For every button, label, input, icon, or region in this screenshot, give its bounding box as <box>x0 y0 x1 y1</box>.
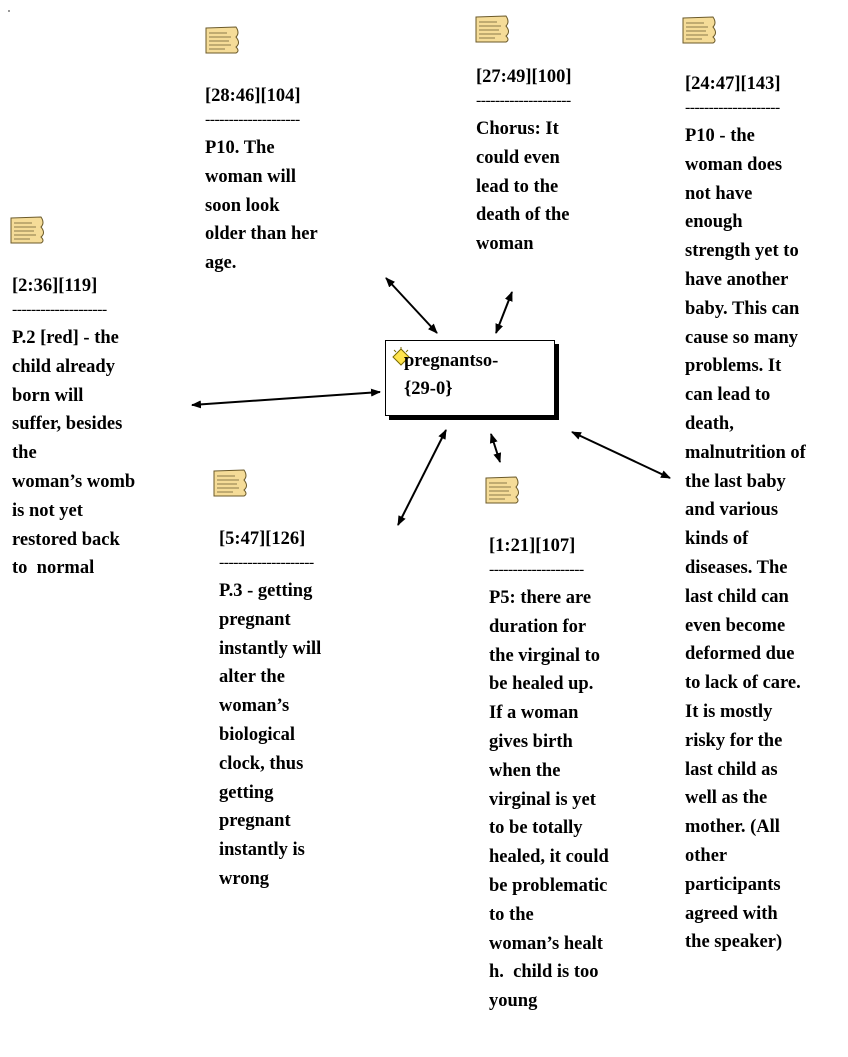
memo-reference: [2:36][119] <box>12 276 98 296</box>
memo-node[interactable]: [2:36][119] -------------------- P.2 [re… <box>12 272 192 583</box>
memo-icon <box>10 216 44 244</box>
link-n2447[interactable] <box>571 431 671 479</box>
memo-text: P10 - the woman does not have enough str… <box>685 126 806 953</box>
memo-icon <box>485 476 519 504</box>
memo-reference: [24:47][143] <box>685 74 781 94</box>
memo-text: P10. The woman will soon look older than… <box>205 138 318 274</box>
link-n2749[interactable] <box>495 291 513 334</box>
memo-reference: [27:49][100] <box>476 67 572 87</box>
code-node[interactable]: pregnantso- {29-0} <box>385 340 555 416</box>
memo-separator: -------------------- <box>476 92 571 109</box>
code-diamond-icon <box>392 347 410 366</box>
corner-dot <box>8 10 10 12</box>
code-label: pregnantso- {29-0} <box>404 351 499 399</box>
memo-text: P.3 - getting pregnant instantly will al… <box>219 581 322 889</box>
memo-separator: -------------------- <box>685 99 780 116</box>
link-n547[interactable] <box>397 429 447 526</box>
memo-node[interactable]: [27:49][100] -------------------- Chorus… <box>476 63 648 259</box>
memo-icon <box>682 16 716 44</box>
memo-separator: -------------------- <box>489 561 584 578</box>
memo-icon <box>475 15 509 43</box>
memo-text: P.2 [red] - the child already born will … <box>12 328 136 579</box>
memo-icon <box>213 469 247 497</box>
memo-separator: -------------------- <box>219 554 314 571</box>
link-n236[interactable] <box>191 388 381 409</box>
memo-reference: [28:46][104] <box>205 86 301 106</box>
memo-separator: -------------------- <box>12 301 107 318</box>
memo-text: Chorus: It could even lead to the death … <box>476 119 570 255</box>
memo-text: P5: there are duration for the virginal … <box>489 588 609 1012</box>
link-n2836[interactable] <box>385 277 438 334</box>
memo-node[interactable]: [5:47][126] -------------------- P.3 - g… <box>219 525 389 894</box>
memo-node[interactable]: [1:21][107] -------------------- P5: the… <box>489 532 661 1016</box>
memo-separator: -------------------- <box>205 111 300 128</box>
memo-node[interactable]: [24:47][143] -------------------- P10 - … <box>685 70 845 957</box>
memo-reference: [5:47][126] <box>219 529 306 549</box>
link-n121[interactable] <box>489 433 502 463</box>
memo-node[interactable]: [28:46][104] -------------------- P10. T… <box>205 82 380 278</box>
memo-icon <box>205 26 239 54</box>
memo-reference: [1:21][107] <box>489 536 576 556</box>
